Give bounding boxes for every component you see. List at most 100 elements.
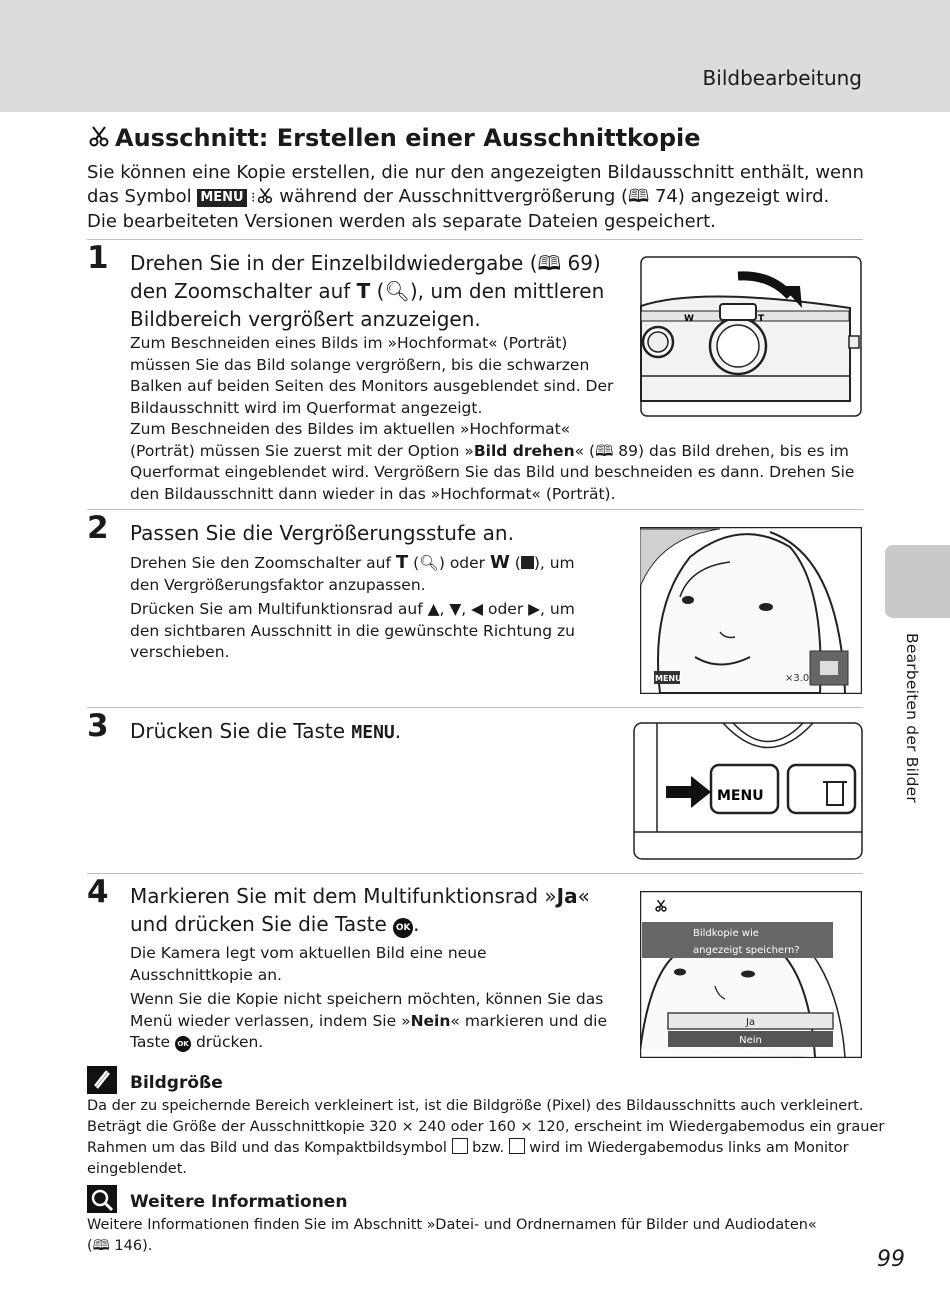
- ok-button-symbol: OK: [175, 1036, 192, 1052]
- ok-button-symbol: OK: [393, 918, 414, 938]
- zoom-factor: ×3.0: [785, 673, 809, 684]
- step-body: Drehen Sie den Zoomschalter auf T (🔍︎) o…: [130, 552, 575, 664]
- note-line: Rahmen um das Bild und das Kompaktbildsy…: [87, 1138, 863, 1159]
- intro-line: Die bearbeiteten Versionen werden als se…: [87, 211, 716, 232]
- magnify-icon: 🔍︎: [419, 554, 439, 572]
- note-line: Da der zu speichernde Bereich verkleiner…: [87, 1098, 864, 1114]
- divider: [87, 509, 863, 510]
- body-line: Ausschnittkopie an.: [130, 965, 282, 984]
- step-body: Zum Beschneiden eines Bilds im »Hochform…: [130, 333, 854, 505]
- side-tab: [885, 545, 950, 618]
- menu-label: MENU: [655, 674, 682, 683]
- page-title-text: Ausschnitt: Erstellen einer Ausschnittko…: [115, 124, 701, 152]
- body-text: Taste: [130, 1033, 176, 1051]
- heading-text: 69): [561, 251, 601, 275]
- wide-label: W: [684, 314, 694, 324]
- zoomed-portrait-screen: MENU ×3.0: [640, 527, 862, 694]
- heading-text: Bildbereich vergrößert anzuzeigen.: [130, 307, 481, 331]
- menu-symbol: MENU: [351, 722, 395, 743]
- body-text: Drehen Sie den Zoomschalter auf: [130, 554, 396, 572]
- option-name: Nein: [410, 1011, 451, 1030]
- book-icon: 🕮: [595, 441, 614, 460]
- body-line: Wenn Sie die Kopie nicht speichern möcht…: [130, 990, 604, 1008]
- page-title: Ausschnitt: Erstellen einer Ausschnittko…: [87, 124, 701, 152]
- option-no[interactable]: Nein: [739, 1035, 762, 1046]
- heading-text: Drehen Sie in der Einzelbildwiedergabe (: [130, 251, 538, 275]
- body-line: (Porträt) müssen Sie zuerst mit der Opti…: [130, 441, 854, 463]
- note-text: (: [87, 1238, 93, 1254]
- body-line: Zum Beschneiden eines Bilds im »Hochform…: [130, 334, 568, 352]
- body-line: müssen Sie das Bild solange vergrößern, …: [130, 355, 590, 374]
- menu-button-label: MENU: [717, 788, 764, 804]
- body-text: « markieren und die: [450, 1011, 608, 1030]
- side-tab-label: Bearbeiten der Bilder: [903, 633, 921, 803]
- book-icon: 🕮: [92, 1238, 110, 1254]
- wide-symbol: W: [489, 552, 510, 573]
- body-line: Bildausschnitt wird im Querformat angeze…: [130, 398, 483, 417]
- section-title: Bildbearbeitung: [702, 66, 862, 90]
- note-line: Beträgt die Größe der Ausschnittkopie 32…: [87, 1119, 885, 1135]
- body-text: ), um: [533, 554, 575, 572]
- heading-text: (: [370, 279, 385, 303]
- tele-symbol: T: [356, 279, 371, 303]
- intro-line: Sie können eine Kopie erstellen, die nur…: [87, 162, 864, 183]
- option-name: Bild drehen: [473, 441, 575, 460]
- body-line: Menü wieder verlassen, indem Sie »Nein« …: [130, 1011, 607, 1033]
- option-name: Ja: [556, 884, 578, 908]
- body-line: Zum Beschneiden des Bildes im aktuellen …: [130, 420, 571, 438]
- note-text: 146).: [109, 1238, 153, 1254]
- body-text: (: [408, 554, 420, 572]
- tele-label: T: [758, 314, 765, 324]
- small-picture-icon: [451, 1138, 468, 1154]
- heading-text: Markieren Sie mit dem Multifunktionsrad …: [130, 884, 557, 908]
- crop-icon: [89, 126, 109, 147]
- heading-text: .: [413, 912, 420, 936]
- heading-text: «: [577, 884, 590, 908]
- crop-icon: [257, 187, 272, 203]
- note-text: Rahmen um das Bild und das Kompaktbildsy…: [87, 1140, 452, 1156]
- book-icon: 🕮: [537, 251, 562, 275]
- note-info-icon: [87, 1185, 117, 1213]
- step-heading: Drehen Sie in der Einzelbildwiedergabe (…: [130, 249, 604, 333]
- body-line: den Vergrößerungsfaktor anzupassen.: [130, 575, 426, 594]
- note-title: Weitere Informationen: [130, 1192, 348, 1212]
- note-line: (🕮 146).: [87, 1236, 863, 1257]
- body-text: (Porträt) müssen Sie zuerst mit der Opti…: [130, 441, 474, 460]
- divider: [87, 239, 863, 240]
- heading-text: den Zoomschalter auf: [130, 279, 357, 303]
- body-line: Taste OK drücken.: [130, 1032, 607, 1054]
- step-body: Die Kamera legt vom aktuellen Bild eine …: [130, 943, 607, 1054]
- menu-button-illustration: MENU: [633, 722, 863, 860]
- heading-text: und drücken Sie die Taste: [130, 912, 394, 936]
- note-body: Weitere Informationen finden Sie im Absc…: [87, 1215, 863, 1257]
- body-line: Querformat eingeblendet wird. Vergrößern…: [130, 463, 855, 481]
- magnify-icon: 🔍︎: [384, 279, 410, 303]
- body-line: Drehen Sie den Zoomschalter auf T (🔍︎) o…: [130, 552, 575, 575]
- note-body: Da der zu speichernde Bereich verkleiner…: [87, 1096, 885, 1180]
- step-heading: Drücken Sie die Taste MENU.: [130, 717, 401, 747]
- intro-text: 74) angezeigt wird.: [649, 185, 830, 207]
- body-text: 89) das Bild drehen, bis es im: [613, 441, 849, 460]
- body-line: Die Kamera legt vom aktuellen Bild eine …: [130, 944, 487, 962]
- note-text: bzw.: [467, 1140, 509, 1156]
- crop-icon: [655, 899, 667, 912]
- thumbnail-icon: [520, 556, 534, 569]
- divider: [87, 873, 863, 874]
- camera-top-illustration: W T: [640, 256, 862, 418]
- tiny-picture-icon: [508, 1138, 525, 1154]
- step-number: 4: [87, 874, 109, 910]
- body-line: den Bildausschnitt dann wieder in das »H…: [130, 484, 616, 503]
- step-number: 2: [87, 510, 109, 546]
- intro-paragraph: Sie können eine Kopie erstellen, die nur…: [87, 161, 877, 234]
- book-icon: 🕮: [628, 185, 650, 207]
- body-line: den sichtbaren Ausschnitt in die gewünsc…: [130, 621, 575, 640]
- intro-line: das Symbol MENU ⁝ während der Ausschnitt…: [87, 185, 877, 211]
- heading-text: ), um den mittleren: [409, 279, 605, 303]
- dialog-question-line: angezeigt speichern?: [693, 945, 800, 956]
- option-yes[interactable]: Ja: [745, 1017, 755, 1028]
- body-text: ) oder: [438, 554, 490, 572]
- menu-symbol: MENU: [197, 188, 247, 207]
- note-line: Weitere Informationen finden Sie im Absc…: [87, 1217, 817, 1233]
- dialog-question-line: Bildkopie wie: [693, 928, 759, 939]
- save-dialog-screen: Bildkopie wie angezeigt speichern? Ja Ne…: [640, 891, 862, 1058]
